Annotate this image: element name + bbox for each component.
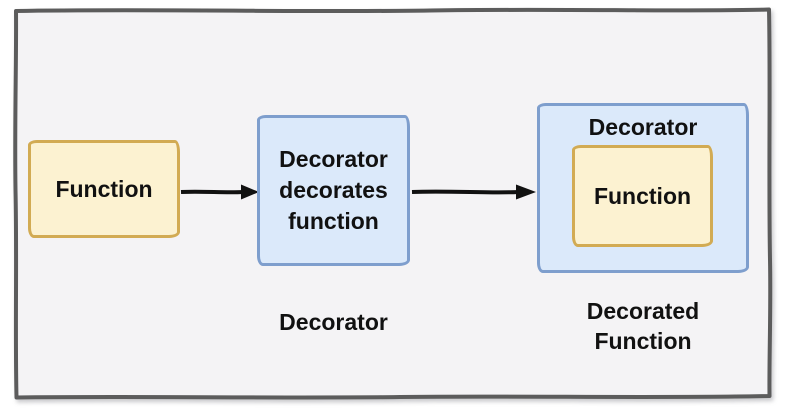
caption-decorator: Decorator [279, 309, 388, 335]
decorated-function-box: Decorator Function [537, 103, 749, 273]
decorated-box-title: Decorator [588, 114, 698, 140]
decorator-process-box: Decorator decorates function [257, 115, 410, 266]
inner-function-box-label: Function [593, 182, 692, 209]
decorator-process-label: Decorator decorates function [279, 146, 388, 234]
arrow-right-icon [180, 184, 259, 200]
inner-function-box: Function [572, 145, 713, 247]
function-box-label: Function [55, 175, 153, 202]
function-box: Function [28, 140, 180, 238]
caption-decorated-function: Decorated Function [586, 298, 700, 354]
arrow-right-icon [411, 184, 536, 200]
